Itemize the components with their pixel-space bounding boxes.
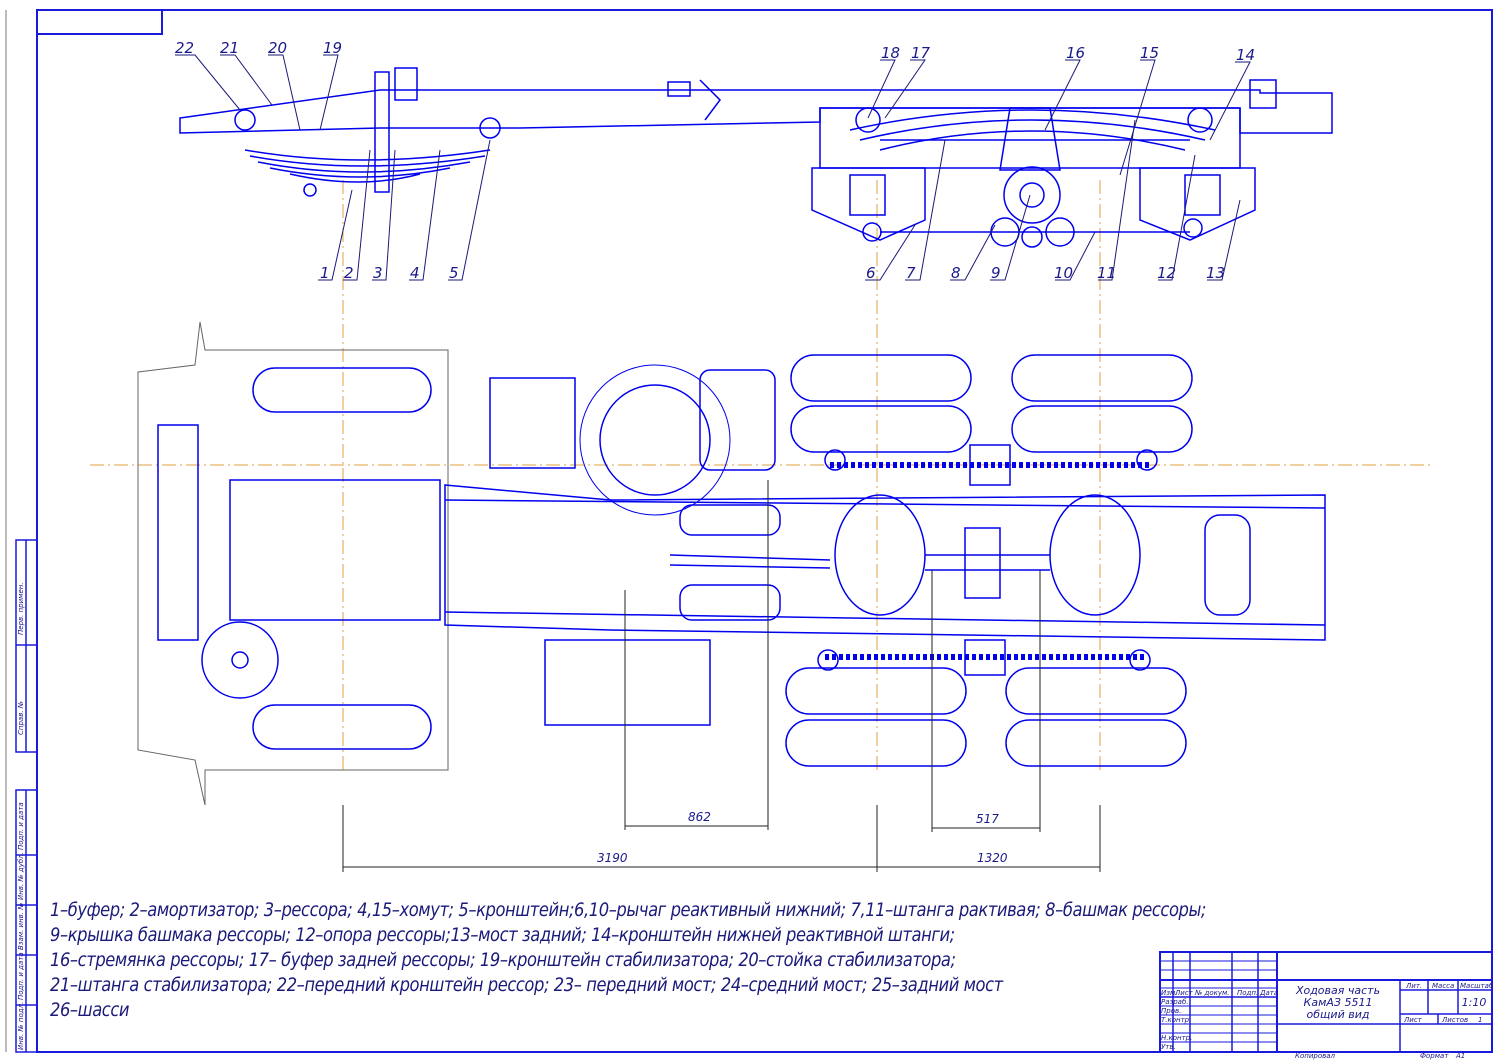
side-stamp bbox=[15, 539, 38, 1053]
col-header: Дата bbox=[1259, 989, 1278, 997]
callout-label: 22 bbox=[175, 39, 194, 57]
stamp-text: Перв. примен. bbox=[17, 582, 25, 635]
callout-label: 20 bbox=[268, 39, 287, 57]
stamp-text: Инв. № подл. bbox=[17, 1002, 25, 1050]
sheet-frame bbox=[36, 9, 1493, 1053]
callout-label: 9 bbox=[991, 264, 1001, 282]
drawing-title: КамАЗ 5511 bbox=[1304, 996, 1373, 1009]
lit-label: Лит. bbox=[1405, 982, 1422, 990]
drawing-title: общий вид bbox=[1307, 1008, 1370, 1021]
rear-tyre bbox=[790, 405, 972, 453]
frame-rail-side bbox=[179, 89, 1333, 134]
corner-box bbox=[36, 9, 163, 35]
row-label: Утв. bbox=[1161, 1043, 1176, 1051]
rear-tyre bbox=[785, 719, 967, 767]
stamp-text: Справ. № bbox=[17, 701, 25, 735]
callout-label: 10 bbox=[1054, 264, 1073, 282]
radiator bbox=[157, 424, 199, 641]
callout-label: 2 bbox=[344, 264, 354, 282]
dimension-517: 517 bbox=[976, 812, 999, 826]
callout-label: 16 bbox=[1066, 44, 1085, 62]
callout-label: 18 bbox=[881, 44, 900, 62]
front-leaf-spring bbox=[244, 149, 491, 183]
row-label: Т.контр. bbox=[1161, 1016, 1191, 1024]
row-label: Разраб. bbox=[1161, 998, 1189, 1006]
format-label: Формат bbox=[1420, 1052, 1449, 1060]
sheet-label: Лист bbox=[1403, 1016, 1423, 1024]
callout-label: 3 bbox=[373, 264, 383, 282]
spare-wheel bbox=[579, 364, 731, 516]
stamp-text: Подп. и дата bbox=[17, 952, 25, 1000]
front-tyre-top bbox=[252, 367, 432, 413]
mass-label: Масса bbox=[1432, 982, 1454, 990]
rear-tyre bbox=[1011, 354, 1193, 402]
rear-tyre bbox=[1011, 405, 1193, 453]
callout-label: 21 bbox=[220, 39, 239, 57]
axis-lines bbox=[90, 180, 1430, 770]
steering-wheel bbox=[201, 621, 279, 699]
scale-label: Масштаб bbox=[1460, 982, 1494, 990]
dimension-862: 862 bbox=[688, 810, 711, 824]
callout-leaders bbox=[175, 54, 1251, 281]
scale-value: 1:10 bbox=[1462, 996, 1487, 1009]
callout-label: 6 bbox=[866, 264, 876, 282]
copied-label: Копировал bbox=[1295, 1052, 1336, 1060]
row-label: Н.контр. bbox=[1161, 1034, 1192, 1042]
callout-label: 17 bbox=[911, 44, 931, 62]
col-header: Изм. bbox=[1161, 989, 1177, 997]
rear-tyre bbox=[790, 354, 972, 402]
cab-outline bbox=[137, 321, 449, 806]
callout-label: 7 bbox=[906, 264, 916, 282]
side-view bbox=[179, 67, 1333, 248]
callout-label: 4 bbox=[410, 264, 420, 282]
legend-line: 21–штанга стабилизатора; 22–передний кро… bbox=[50, 974, 1003, 996]
engine bbox=[229, 479, 441, 621]
sheets-count: 1 bbox=[1478, 1016, 1482, 1024]
parts-legend: 1–буфер; 2–амортизатор; 3–рессора; 4,15–… bbox=[50, 898, 1206, 1023]
stamp-text: Инв. № дубл. bbox=[17, 852, 25, 900]
callout-label: 1 bbox=[320, 264, 330, 282]
rear-tyre bbox=[785, 667, 967, 715]
callout-label: 13 bbox=[1206, 264, 1225, 282]
callout-label: 5 bbox=[449, 264, 459, 282]
front-tyre-bottom bbox=[252, 704, 432, 750]
dimension-1320: 1320 bbox=[977, 851, 1008, 865]
callout-label: 11 bbox=[1097, 264, 1116, 282]
drawing-title: Ходовая часть bbox=[1295, 984, 1380, 997]
stamp-text: Взам. инв. № bbox=[17, 902, 25, 950]
legend-line: 16–стремянка рессоры; 17– буфер задней р… bbox=[50, 949, 956, 971]
rear-spring-side bbox=[819, 107, 1241, 169]
callout-label: 19 bbox=[323, 39, 342, 57]
stamp-text: Подп. и дата bbox=[17, 802, 25, 850]
col-header: Подп. bbox=[1237, 989, 1258, 997]
plan-view bbox=[137, 321, 1326, 806]
callout-label: 14 bbox=[1236, 46, 1255, 64]
legend-line: 9–крышка башмака рессоры; 12–опора рессо… bbox=[50, 924, 955, 946]
rear-tyre bbox=[1005, 719, 1187, 767]
sheets-label: Листов bbox=[1441, 1016, 1468, 1024]
callout-label: 15 bbox=[1140, 44, 1159, 62]
callout-label: 8 bbox=[951, 264, 961, 282]
legend-line: 1–буфер; 2–амортизатор; 3–рессора; 4,15–… bbox=[50, 899, 1207, 921]
col-header: Лист bbox=[1174, 989, 1194, 997]
rear-tyre bbox=[1005, 667, 1187, 715]
legend-line: 26–шасси bbox=[50, 999, 130, 1021]
title-block bbox=[1159, 951, 1493, 1053]
dimension-3190: 3190 bbox=[597, 851, 628, 865]
row-label: Пров. bbox=[1161, 1007, 1181, 1015]
dimension-lines bbox=[342, 480, 1101, 872]
frame-plan bbox=[444, 484, 1326, 641]
format-value: А1 bbox=[1455, 1052, 1465, 1060]
callout-label: 12 bbox=[1157, 264, 1176, 282]
col-header: № докум. bbox=[1194, 989, 1230, 997]
